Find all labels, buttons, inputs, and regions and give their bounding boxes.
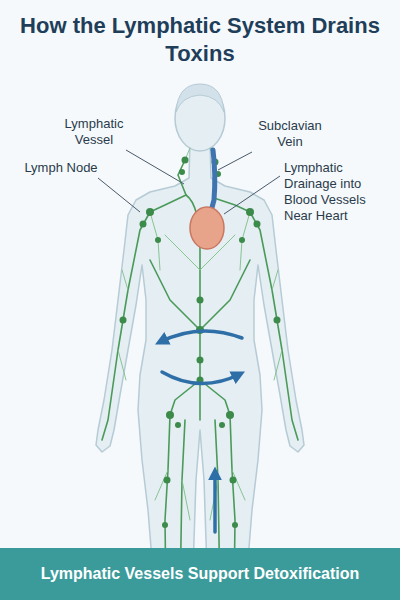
part-label: Subclavian Vein [246, 118, 334, 150]
head [175, 85, 225, 151]
subclavian-vein [210, 150, 215, 215]
label-box: Lymphatic Drainage into Blood Vessels Ne… [284, 160, 388, 224]
flow-arrows [160, 331, 242, 532]
part-label: Lymph Node [16, 160, 106, 176]
label-box: Lymphatic Vessel [48, 116, 140, 148]
part-label: Lymphatic Drainage into Blood Vessels Ne… [284, 160, 388, 224]
lymph-vessels [102, 160, 298, 600]
lymph-nodes [120, 157, 281, 529]
heart [190, 207, 224, 249]
hair [176, 84, 224, 112]
part-label: Lymphatic Vessel [48, 116, 140, 148]
label-box: Subclavian Vein [246, 118, 334, 150]
title: How the Lymphatic System Drains Toxins [20, 12, 380, 68]
lymph-capillaries [118, 148, 282, 520]
label-box: Lymph Node [16, 160, 106, 176]
caption-band: Lymphatic Vessels Support Detoxification [0, 548, 400, 600]
title-box: How the Lymphatic System Drains Toxins [20, 12, 380, 68]
caption: Lymphatic Vessels Support Detoxification [33, 565, 368, 583]
leader-lines [98, 150, 280, 214]
body-outline [96, 140, 304, 600]
